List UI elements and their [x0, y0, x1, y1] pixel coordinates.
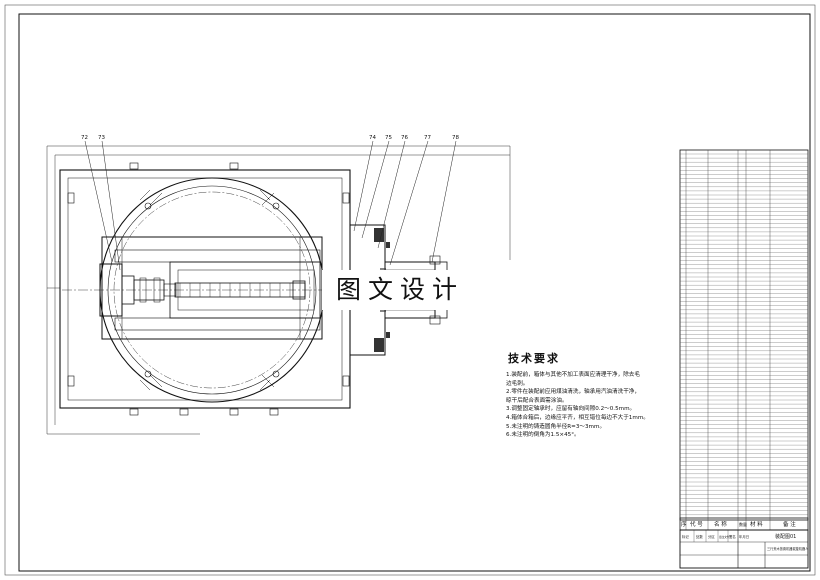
title-block — [679, 529, 809, 569]
callout-77: 77 — [424, 135, 431, 141]
sheet-outer-border — [4, 4, 816, 576]
tb-date: 年月日 — [739, 534, 749, 539]
tb-drawing-no: 装配图01 — [775, 533, 796, 540]
bom-header-seq: 序 — [681, 520, 687, 528]
housing — [59, 162, 351, 416]
motor-coupling — [99, 263, 177, 317]
bom-header-remark: 备 注 — [783, 520, 796, 528]
bom-header-name: 名 称 — [714, 520, 727, 528]
technical-requirements: 技术要求 1.装配前，箱体与其他不加工表面应清理干净，除去毛 边毛刺。 2.零件… — [506, 350, 676, 440]
section-hatching — [139, 189, 275, 391]
bom-table: 序 代 号 名 称 数量 材 料 备 注 — [679, 149, 809, 531]
tb-sign: 签名 — [729, 534, 736, 539]
notes-title: 技术要求 — [508, 352, 560, 365]
note-line-6: 4.箱体合箱后，边缘应平齐，相互错位每边不大于1mm。 — [506, 414, 649, 421]
tb-zone: 分区 — [708, 534, 715, 539]
note-line-4: 晾干后配合表面需涂油。 — [506, 397, 568, 404]
slide-carriage — [101, 236, 323, 340]
note-line-2: 边毛刺。 — [506, 380, 529, 387]
callout-75: 75 — [385, 135, 392, 141]
tb-count: 处数 — [696, 534, 703, 539]
dimension-lines — [46, 145, 511, 435]
tb-mark: 标记 — [682, 534, 689, 539]
callout-72: 72 — [81, 135, 88, 141]
callout-73: 73 — [98, 135, 105, 141]
callout-labels: 72 73 74 75 76 77 78 — [81, 135, 459, 141]
tb-change-doc: 更改文件号 — [719, 535, 732, 539]
title-block-text: 标记 处数 分区 更改文件号 签名 年月日 装配图01 三行夹木放置机器载旋机器… — [682, 533, 809, 551]
note-line-5: 3.调整固定轴承时，应留有轴向间隙0.2～0.5mm。 — [506, 406, 636, 413]
note-line-7: 5.未注明的铸造圆角半径R=3～3mm。 — [506, 423, 606, 430]
callout-74: 74 — [369, 135, 376, 141]
bom-header-code: 代 号 — [690, 520, 703, 528]
watermark: 图文设计 — [322, 270, 512, 310]
note-line-1: 1.装配前，箱体与其他不加工表面应清理干净，除去毛 — [506, 372, 640, 378]
sheet-inner-border — [18, 13, 811, 572]
callout-76: 76 — [401, 135, 408, 141]
bom-header-qty: 数量 — [739, 521, 747, 527]
tb-name: 三行夹木放置机器载旋机器人 — [767, 546, 809, 551]
note-line-8: 6.未注明的倒角为1.5×45°。 — [506, 432, 580, 439]
callout-78: 78 — [452, 135, 459, 141]
callout-leaders — [84, 140, 457, 271]
note-line-3: 2.零件在装配前应用煤油清洗，轴承用汽油清洗干净， — [506, 389, 640, 396]
bom-header-material: 材 料 — [750, 520, 763, 528]
